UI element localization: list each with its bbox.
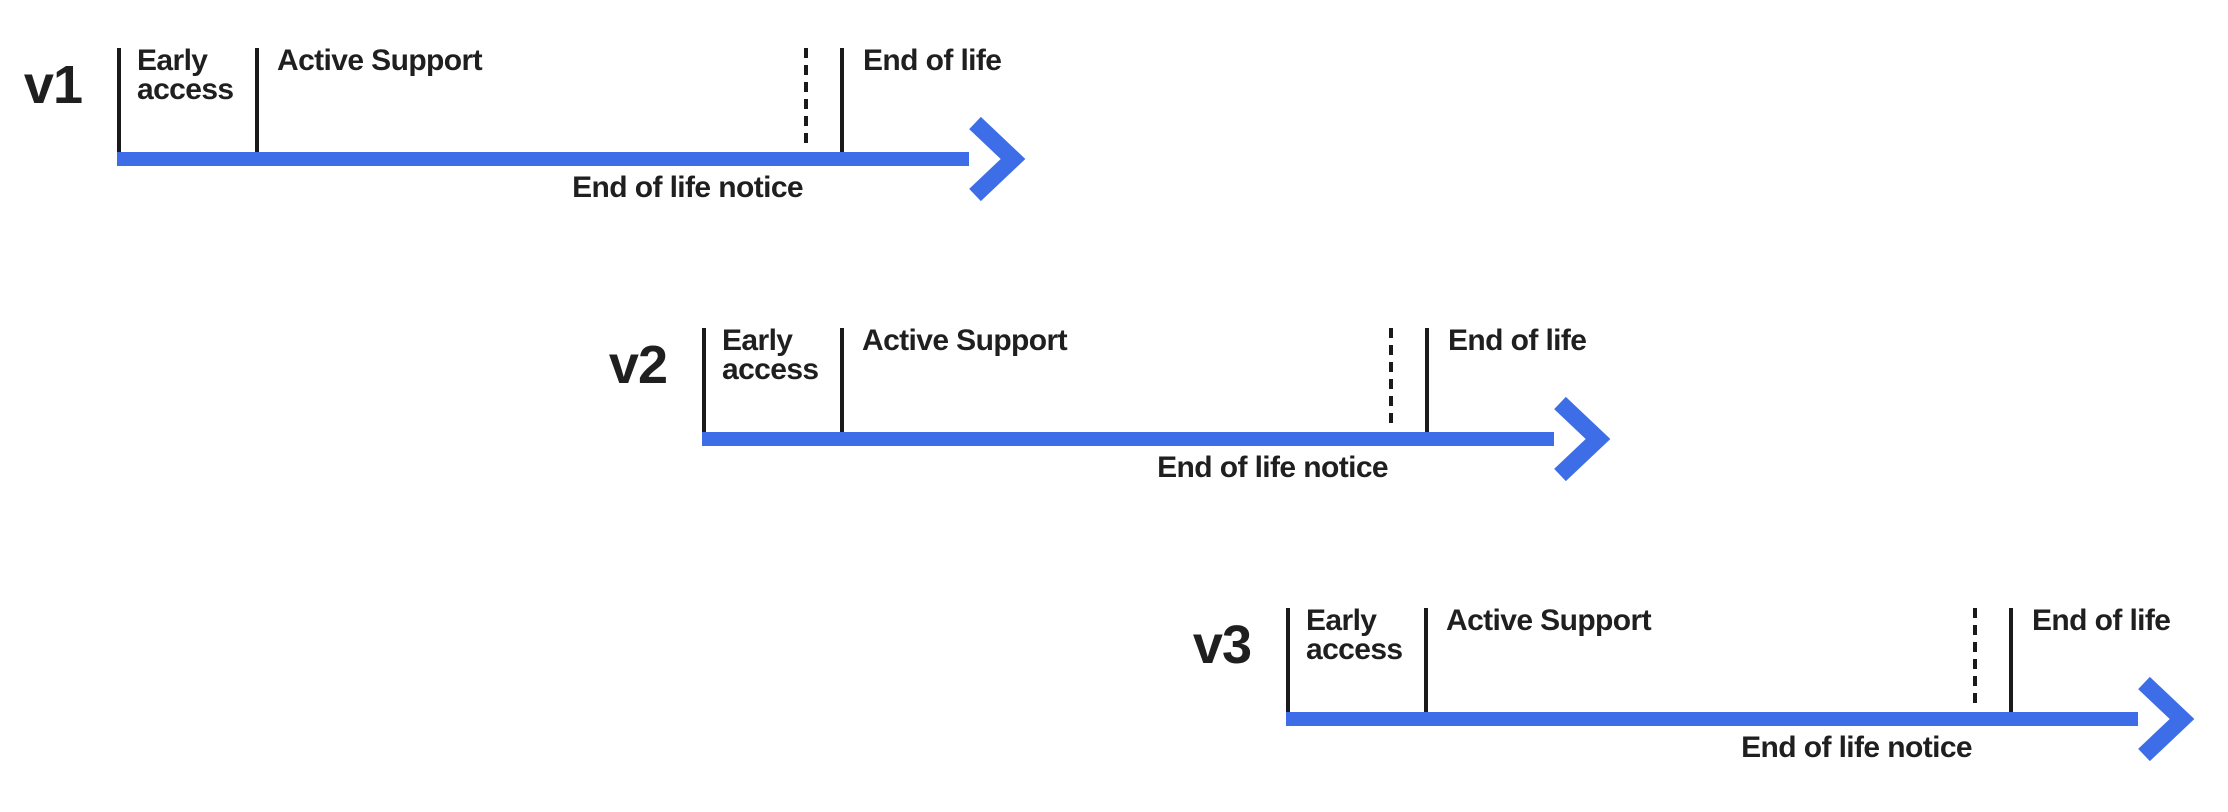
- timeline-arrow-bar: [117, 152, 969, 166]
- end-of-life-notice-dashed-tick: [1389, 328, 1393, 429]
- early-access-label: Early access: [137, 44, 234, 106]
- active-support-start-tick: [255, 48, 259, 152]
- version-label: v2: [608, 335, 668, 395]
- end-of-life-notice-dashed-tick: [1973, 608, 1977, 709]
- end-of-life-notice-dashed-tick: [804, 48, 808, 149]
- early-access-label: Early access: [722, 324, 819, 386]
- version-label: v1: [23, 55, 83, 115]
- end-of-life-notice-label: End of life notice: [1157, 451, 1388, 484]
- timeline-arrow-bar: [1286, 712, 2138, 726]
- end-of-life-label: End of life: [2032, 604, 2171, 637]
- active-support-label: Active Support: [1446, 604, 1652, 637]
- end-of-life-label: End of life: [1448, 324, 1587, 357]
- timeline-v1: v1 Early access Active Support End of li…: [24, 44, 1057, 228]
- early-access-start-tick: [702, 328, 706, 432]
- active-support-label: Active Support: [277, 44, 483, 77]
- end-of-life-label: End of life: [863, 44, 1002, 77]
- end-of-life-tick: [840, 48, 844, 152]
- end-of-life-notice-label: End of life notice: [1741, 731, 1972, 764]
- end-of-life-notice-label: End of life notice: [572, 171, 803, 204]
- early-access-start-tick: [1286, 608, 1290, 712]
- arrowhead-icon: [1554, 396, 1611, 482]
- timeline-arrow-bar: [702, 432, 1554, 446]
- end-of-life-tick: [2009, 608, 2013, 712]
- arrowhead-icon: [969, 116, 1026, 202]
- active-support-start-tick: [840, 328, 844, 432]
- early-access-start-tick: [117, 48, 121, 152]
- end-of-life-tick: [1425, 328, 1429, 432]
- early-access-label: Early access: [1306, 604, 1403, 666]
- timeline-v3: v3 Early access Active Support End of li…: [1193, 604, 2226, 788]
- arrowhead-icon: [2138, 676, 2195, 762]
- timeline-v2: v2 Early access Active Support End of li…: [609, 324, 1642, 508]
- version-label: v3: [1192, 615, 1252, 675]
- active-support-start-tick: [1424, 608, 1428, 712]
- active-support-label: Active Support: [862, 324, 1068, 357]
